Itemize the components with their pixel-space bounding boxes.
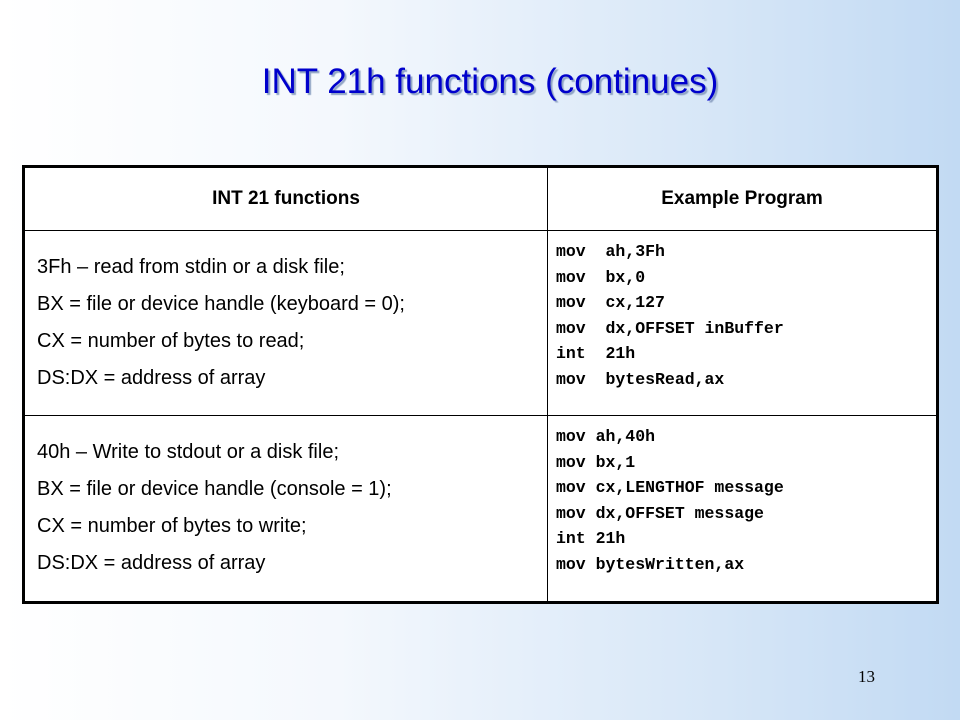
table-row: 40h – Write to stdout or a disk file; BX… — [23, 415, 938, 603]
int21-functions-table: INT 21 functions Example Program 3Fh – r… — [22, 165, 939, 604]
description-line: DS:DX = address of array — [37, 367, 266, 389]
code-line: int 21h — [556, 344, 636, 363]
slide-page-number: 13 — [858, 667, 875, 686]
code-line: mov bx,1 — [556, 452, 636, 472]
slide-title: INT 21h functions (continues) — [261, 62, 719, 101]
description-line: BX = file or device handle (keyboard = 0… — [37, 293, 405, 315]
code-line: mov bytesRead,ax — [556, 369, 725, 389]
code-line: mov dx,OFFSET message — [556, 503, 764, 523]
code-line: int 21h — [556, 529, 626, 549]
code-line: mov cx,LENGTHOF message — [556, 478, 784, 498]
description-line: 40h – Write to stdout or a disk file; — [37, 441, 340, 464]
description-line: CX = number of bytes to read; — [37, 330, 305, 352]
table-row: 3Fh – read from stdin or a disk file; BX… — [23, 229, 938, 417]
description-line: DS:DX = address of array — [37, 552, 266, 575]
function-description-cell: 40h – Write to stdout or a disk file; BX… — [23, 415, 548, 603]
description-line: BX = file or device handle (console = 1)… — [37, 478, 392, 501]
table-header-row: INT 21 functions Example Program — [23, 166, 938, 231]
code-line: mov ah,40h — [556, 427, 656, 447]
header-example-program: Example Program — [547, 166, 938, 231]
code-line: mov cx,127 — [556, 293, 665, 312]
code-line: mov bx,0 — [556, 267, 646, 287]
example-code-cell: mov ah,40h mov bx,1 mov cx,LENGTHOF mess… — [547, 415, 938, 603]
code-line: mov ah,3Fh — [556, 242, 665, 261]
code-line: mov dx,OFFSET inBuffer — [556, 318, 784, 338]
function-description-cell: 3Fh – read from stdin or a disk file; BX… — [23, 229, 548, 417]
header-int21-functions: INT 21 functions — [23, 166, 548, 231]
description-line: CX = number of bytes to write; — [37, 515, 307, 538]
example-code-cell: mov ah,3Fh mov bx,0 mov cx,127 mov dx,OF… — [547, 229, 938, 417]
code-line: mov bytesWritten,ax — [556, 554, 745, 574]
description-line: 3Fh – read from stdin or a disk file; — [37, 256, 345, 278]
